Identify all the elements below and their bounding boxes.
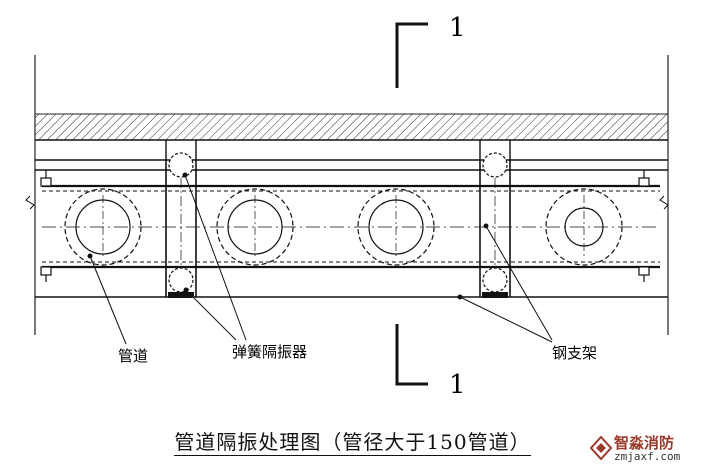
side-walls	[34, 55, 669, 335]
pipe-circles	[64, 188, 623, 266]
logo-url: zmjaxf.com	[614, 450, 681, 463]
pipe-1	[64, 188, 142, 266]
figure-caption-text: 管道隔振处理图（管径大于150管道）	[174, 430, 531, 456]
pipe-channel	[42, 184, 660, 269]
pipe-2	[216, 188, 294, 266]
break-lines	[25, 195, 669, 210]
section-marker-top: 1	[395, 13, 466, 88]
section-mark-bottom-label: 1	[449, 370, 466, 400]
section-mark-top-label: 1	[449, 13, 466, 43]
leader-lines	[87, 172, 553, 345]
section-marker-bottom: 1	[395, 324, 466, 400]
ceiling-slab	[35, 113, 668, 141]
steel-support-posts	[165, 160, 511, 297]
label-spring-isolator: 弹簧隔振器	[232, 343, 307, 361]
logo-name: 智淼消防	[614, 434, 675, 452]
label-pipe: 管道	[118, 347, 148, 365]
hanger-brackets	[165, 140, 511, 160]
pipe-3	[357, 188, 435, 266]
end-bolts	[40, 170, 650, 282]
base-plates	[168, 292, 508, 298]
spring-isolators	[168, 152, 508, 293]
watermark-logo: 智淼消防 zmjaxf.com	[588, 432, 700, 466]
label-steel-support: 钢支架	[552, 344, 597, 362]
logo-icon	[590, 436, 612, 460]
figure-caption: 管道隔振处理图（管径大于150管道）	[0, 426, 705, 456]
pipe-4	[545, 188, 623, 266]
steel-frame-upper	[35, 159, 668, 171]
